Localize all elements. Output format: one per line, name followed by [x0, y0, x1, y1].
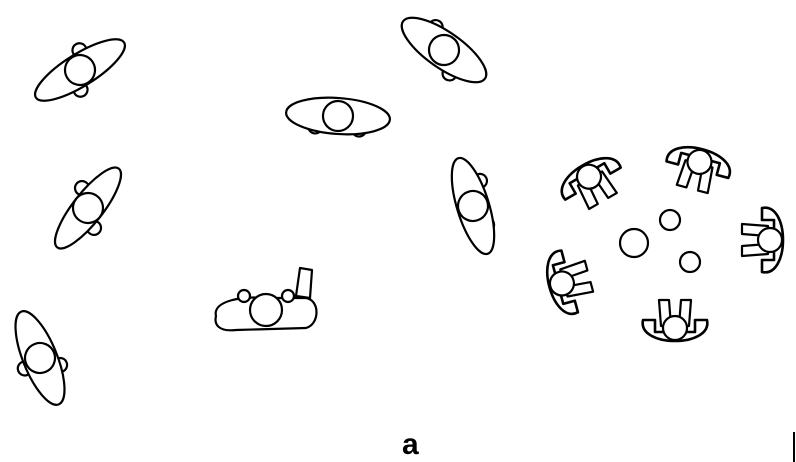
- person-figure-6: [443, 152, 508, 258]
- circle-person-4: [643, 300, 708, 341]
- edge-mark: [793, 432, 795, 462]
- center-objects: [620, 210, 700, 272]
- person-figure-5: [390, 4, 497, 97]
- person-figure-3: [0, 303, 80, 414]
- panel-label: a: [402, 428, 419, 462]
- person-figure-7: [216, 268, 317, 330]
- person-figure-4: [285, 94, 391, 138]
- circle-person-5: [541, 245, 597, 318]
- circle-person-1: [554, 149, 631, 217]
- person-figure-1: [23, 22, 137, 118]
- circle-person-2: [661, 141, 734, 197]
- person-figure-2: [38, 154, 137, 262]
- circle-person-3: [742, 208, 783, 273]
